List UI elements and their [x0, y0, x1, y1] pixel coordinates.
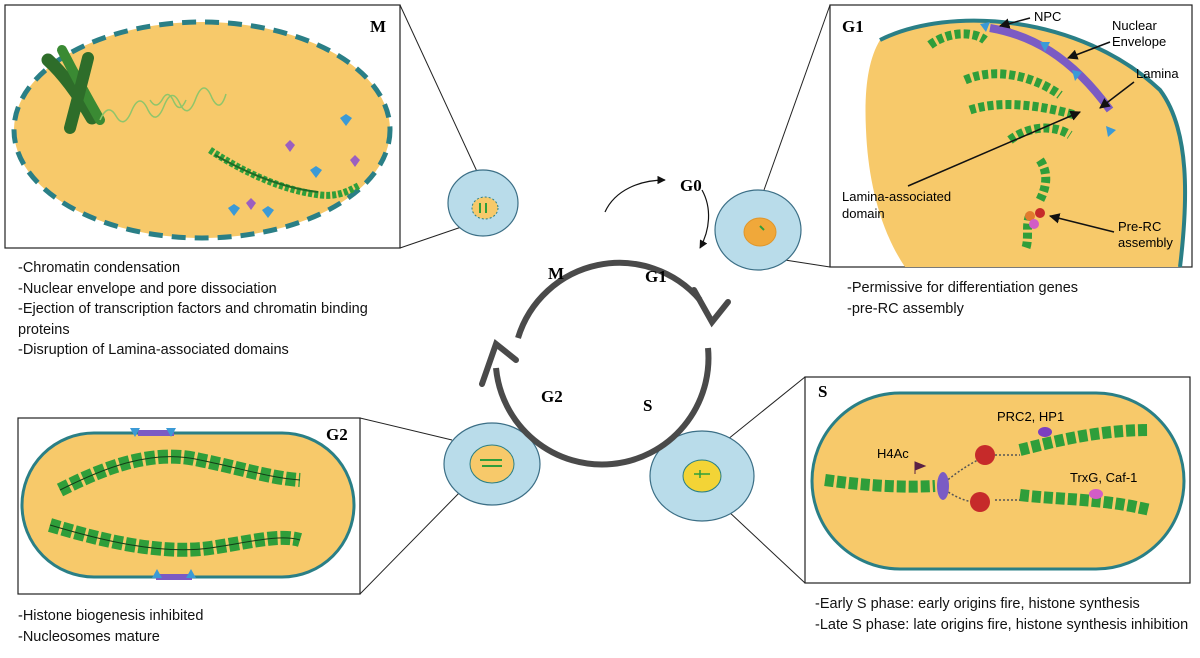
panel-s-tag: S	[818, 382, 827, 401]
lad-pointer	[907, 110, 1081, 187]
panel-g2-tag: G2	[326, 425, 348, 444]
loose-chromatin	[149, 93, 187, 109]
phase-g0-label: G0	[680, 176, 702, 195]
panel-g1: G1 NPC Nuclear Envelope Lamina Lamina-as…	[829, 4, 1193, 268]
phase-s-label: S	[643, 396, 652, 415]
replisome-bottom	[970, 492, 990, 512]
m-zoom-line	[399, 4, 481, 179]
m-nucleus	[11, 19, 393, 241]
g1-prerc	[1025, 208, 1045, 229]
g2-lamina-bottom	[156, 574, 192, 580]
lamina-pointer	[1099, 81, 1135, 109]
cell-g1	[714, 189, 802, 271]
npc-pointer	[998, 17, 1031, 29]
condensed-chromosome	[41, 45, 105, 134]
panel-s-captions: -Early S phase: early origins fire, hist…	[815, 594, 1195, 635]
mcm-complex	[937, 472, 949, 500]
panel-s: S H4Ac PRC2, HP1 TrxG, Caf-1	[804, 376, 1191, 584]
caption-item: -Early S phase: early origins fire, hist…	[815, 596, 1140, 612]
cell-s	[649, 430, 755, 522]
cycle-arrows	[479, 175, 731, 468]
panel-m: M	[4, 4, 401, 249]
m-to-g1-arrow	[515, 259, 703, 339]
g1-nucleus	[865, 20, 1186, 267]
caption-item: -Ejection of transcription factors and c…	[18, 301, 368, 338]
g2-chromatin-detail	[49, 456, 301, 551]
phase-g2-label: G2	[541, 387, 563, 406]
caption-item: -Chromatin condensation	[18, 260, 181, 276]
caption-item: -Nuclear envelope and pore dissociation	[18, 280, 277, 297]
g1-to-g0-arrow	[604, 175, 666, 213]
g2-lamina-top	[138, 430, 174, 436]
caption-item: -Nucleosomes mature	[18, 628, 160, 645]
prc2-label: PRC2, HP1	[997, 409, 1064, 424]
nuclear-envelope-label-2: Envelope	[1112, 34, 1166, 49]
s-to-m-arrow	[493, 347, 712, 468]
g2-npcs	[130, 428, 196, 578]
panel-g2: G2	[17, 417, 361, 595]
envelope-pointer	[1067, 41, 1111, 60]
panel-g1-captions: -Permissive for differentiation genes -p…	[847, 278, 1187, 319]
caption-item: -Permissive for differentiation genes	[847, 280, 1079, 296]
g1-zoom-line	[763, 4, 831, 191]
phase-m-label: M	[548, 264, 564, 283]
lad-label: Lamina-associated	[842, 189, 951, 204]
cell-m	[447, 169, 519, 237]
loose-chromatin	[99, 87, 227, 123]
s-chromatin	[824, 424, 1152, 516]
m-to-g1-arrowhead	[691, 287, 731, 328]
ejected-proteins	[228, 114, 360, 218]
npc-label: NPC	[1034, 9, 1061, 24]
g2-zoom-line	[359, 417, 453, 441]
caption-item: -Histone biogenesis inhibited	[18, 608, 204, 624]
lamina-label: Lamina	[1136, 66, 1179, 81]
nuclear-envelope-label: Nuclear	[1112, 18, 1157, 33]
cell-g2	[443, 422, 541, 506]
panel-g1-tag: G1	[842, 17, 864, 36]
lad-label-2: domain	[842, 206, 885, 221]
g1-npcs	[980, 22, 1116, 137]
panel-m-captions: -Chromatin condensation -Nuclear envelop…	[18, 258, 408, 361]
replisome-top	[975, 445, 995, 465]
condensing-fiber	[208, 147, 362, 199]
prerc-label: Pre-RC	[1118, 219, 1161, 234]
caption-item: -Disruption of Lamina-associated domains	[18, 342, 289, 358]
caption-item: -pre-RC assembly	[847, 300, 964, 317]
phase-g1-label: G1	[645, 267, 667, 286]
caption-item: -Late S phase: late origins fire, histon…	[815, 616, 1189, 633]
h4ac-flag	[914, 461, 927, 474]
g0-to-g1-arrow	[699, 189, 710, 249]
g2-zoom-line	[359, 489, 463, 595]
h4ac-label: H4Ac	[877, 446, 909, 461]
prerc-pointer	[1048, 213, 1115, 233]
prc2-marker	[1038, 427, 1052, 437]
s-to-m-arrowhead	[479, 339, 519, 387]
trxg-marker	[1089, 489, 1103, 499]
trxg-label: TrxG, Caf-1	[1070, 470, 1137, 485]
g1-lamina	[989, 24, 1114, 113]
g1-nuclear-envelope	[879, 18, 1188, 268]
prerc-label-2: assembly	[1118, 235, 1173, 250]
panel-m-tag: M	[370, 17, 386, 36]
panel-g2-captions: -Histone biogenesis inhibited -Nucleosom…	[18, 606, 358, 647]
